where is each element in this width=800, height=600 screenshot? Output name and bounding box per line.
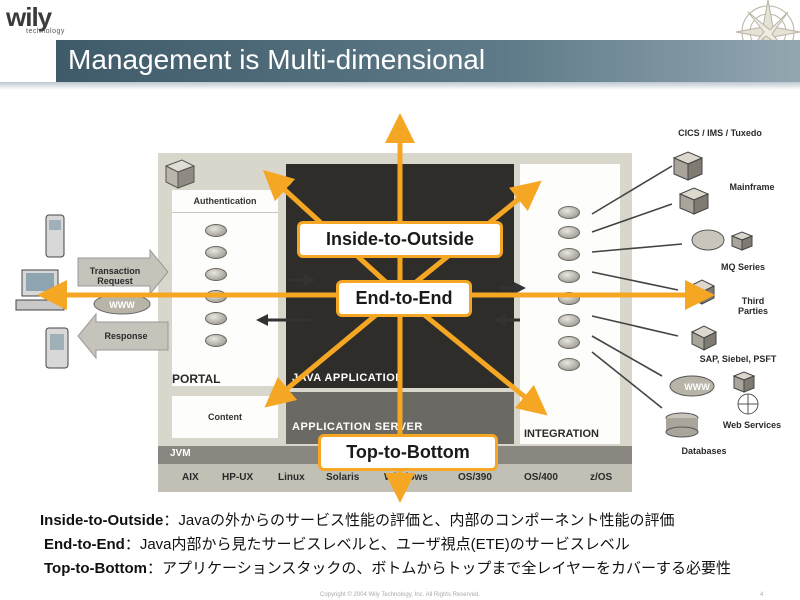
cloud-icon [691,229,725,251]
disk-icon [558,206,580,219]
disk-icon [558,248,580,261]
description-line: Top-to-Bottom：アプリケーションスタックの、ボトムからトップまで全レ… [44,557,731,578]
description-text: Javaの外からのサービス性能の評価と、内部のコンポーネント性能の評価 [178,512,675,529]
description-text: Java内部から見たサービスレベルと、ユーザ視点(ETE)のサービスレベル [139,536,630,553]
logo-wordmark: wily [6,2,52,32]
response-label: Response [104,331,148,341]
disk-icon [558,314,580,327]
mq-series-label: MQ Series [720,262,766,272]
page-number: 4 [760,592,764,598]
server-icon [164,159,196,189]
title-bar: Management is Multi-dimensional [56,40,800,82]
disk-icon [205,268,227,281]
application-server-label: APPLICATION SERVER [292,421,423,433]
www-cloud-icon [669,375,715,397]
www-label: WWW [109,300,135,310]
slide-title: Management is Multi-dimensional [68,44,486,75]
web-icon [737,393,759,415]
cics-label: CICS / IMS / Tuxedo [678,128,762,138]
content-box: Content [172,396,278,438]
os-label: OS/400 [524,472,558,483]
description-separator: ： [147,560,163,577]
portal-column [172,190,278,386]
logo-subtitle: technology [26,28,65,35]
third-parties-label: Third Parties [737,296,769,316]
os-label: HP-UX [222,472,254,483]
os-label: z/OS [590,472,613,483]
connector-arrows [591,165,683,409]
description-line: Inside-to-Outside：Javaの外からのサービス性能の評価と、内部… [40,509,674,530]
java-application-label: JAVA APPLICATION [292,372,404,384]
description-line: End-to-End：Java内部から見たサービスレベルと、ユーザ視点(ETE)… [44,533,630,554]
callout-inside-to-outside: Inside-to-Outside [297,221,503,258]
disk-icon [558,226,580,239]
callout-end-to-end: End-to-End [336,280,472,317]
description-separator: ： [124,536,140,553]
www-right-label: WWW [684,382,710,392]
sap-label: SAP, Siebel, PSFT [699,354,777,364]
disk-icon [205,312,227,325]
os-label: AIX [182,472,199,483]
jvm-label: JVM [170,448,191,459]
web-services-label: Web Services [722,420,782,430]
flow-arrows [256,274,526,326]
disk-icon [205,246,227,259]
os-label: Linux [278,472,305,483]
description-term: Top-to-Bottom [44,560,148,577]
authentication-box: Authentication [172,190,278,213]
transaction-request-label: Transaction Request [89,266,141,286]
disk-icon [558,270,580,283]
databases-label: Databases [681,446,727,456]
pda-icon [45,327,69,369]
disk-icon [205,224,227,237]
company-logo: wily technology [6,4,76,38]
description-separator: ： [163,512,179,529]
disk-icon [558,336,580,349]
disk-icon [205,334,227,347]
database-icon [665,412,699,438]
description-term: End-to-End [44,536,125,553]
portal-label: PORTAL [172,372,221,386]
os-label: Solaris [326,472,360,483]
title-divider [0,82,800,90]
description-text: アプリケーションスタックの、ボトムからトップまで全レイヤーをカバーする必要性 [162,560,731,577]
callout-top-to-bottom: Top-to-Bottom [318,434,498,471]
phone-icon [45,214,65,258]
integration-label: INTEGRATION [524,428,599,440]
description-term: Inside-to-Outside [40,512,164,529]
mainframe-label: Mainframe [729,182,775,192]
copyright-footer: Copyright © 2004 Wily Technology, Inc. A… [320,592,480,598]
os-label: OS/390 [458,472,492,483]
disk-icon [558,358,580,371]
